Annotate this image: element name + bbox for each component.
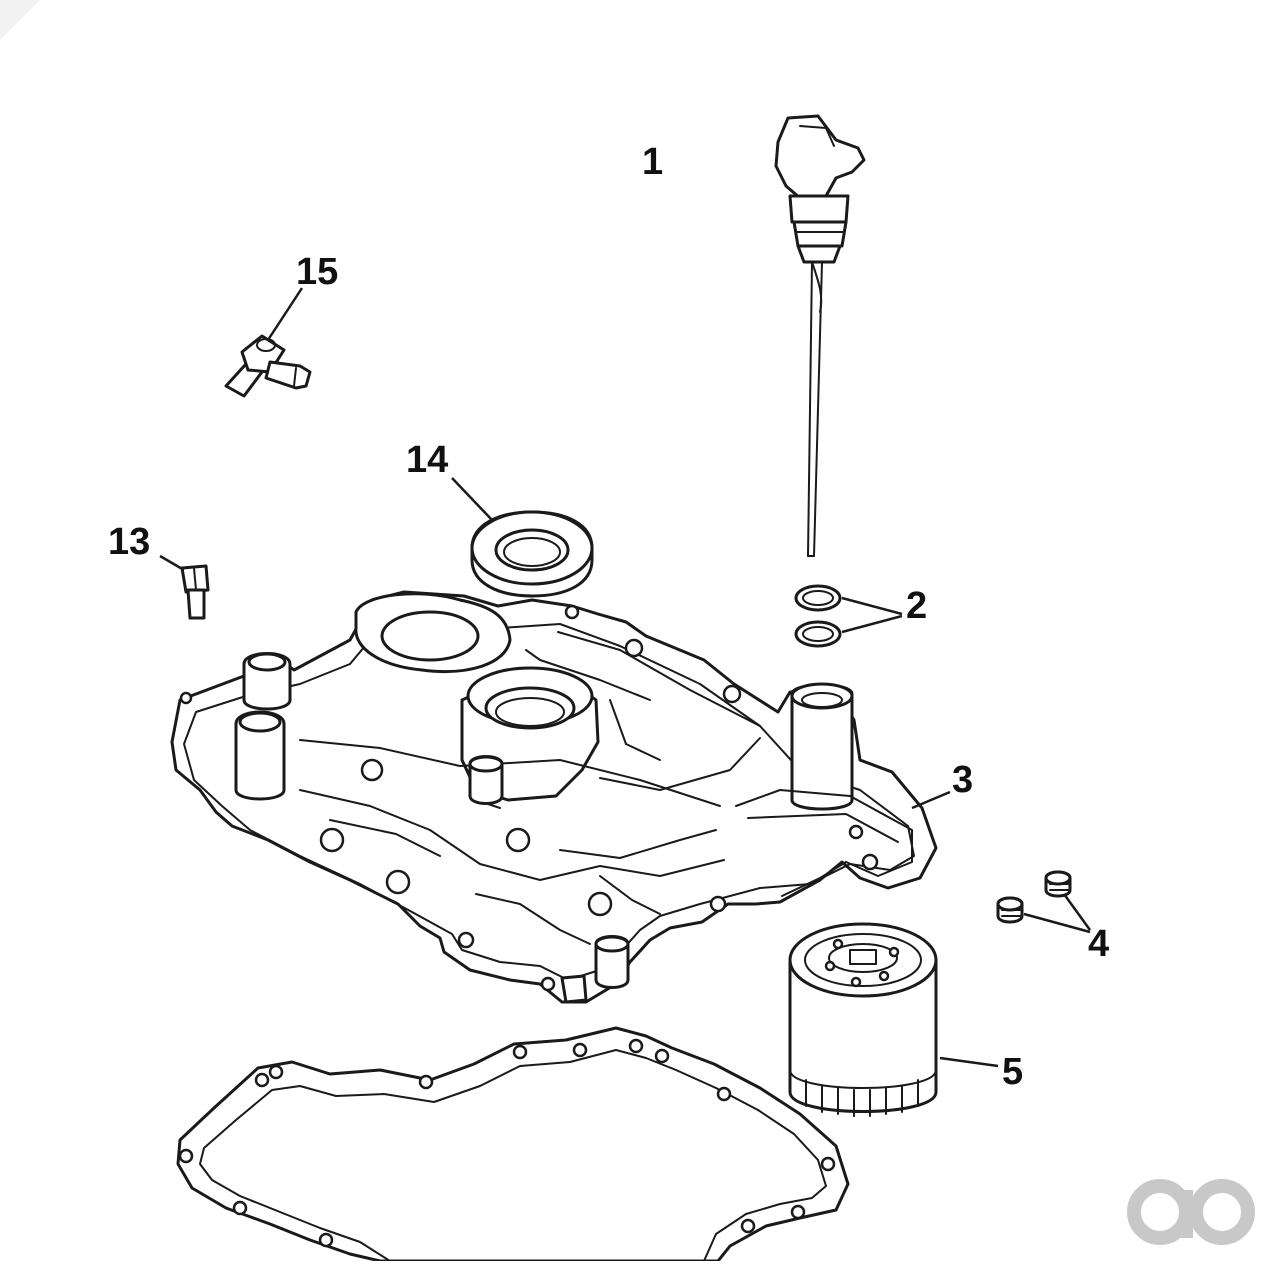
leader-14 (451, 477, 493, 521)
callout-15: 15 (296, 251, 338, 293)
callout-4: 4 (1088, 923, 1109, 965)
leader-13 (159, 554, 185, 572)
threaded-plugs-part-4 (996, 870, 1072, 924)
oil-seal-part-14 (470, 510, 594, 598)
callout-14: 14 (406, 439, 448, 481)
housing-cover-part-3 (170, 590, 938, 1004)
gasket (176, 1026, 850, 1261)
leader-5 (939, 1056, 999, 1068)
callout-3: 3 (952, 759, 973, 801)
bolt-part-13 (180, 564, 210, 620)
o-rings-part-2 (794, 584, 842, 648)
dipstick-part-1 (774, 114, 866, 557)
watermark-logo (1127, 1179, 1255, 1245)
callout-2: 2 (906, 585, 927, 627)
leader-4 (1023, 893, 1092, 934)
callout-13: 13 (108, 521, 150, 563)
elbow-fitting-part-15 (224, 334, 312, 398)
corner-smudge (0, 0, 40, 40)
callout-5: 5 (1002, 1051, 1023, 1093)
leader-15 (266, 287, 304, 341)
oil-filter-part-5 (788, 922, 938, 1117)
leader-3 (911, 790, 951, 810)
callout-1: 1 (642, 141, 663, 183)
leader-2 (841, 596, 903, 634)
